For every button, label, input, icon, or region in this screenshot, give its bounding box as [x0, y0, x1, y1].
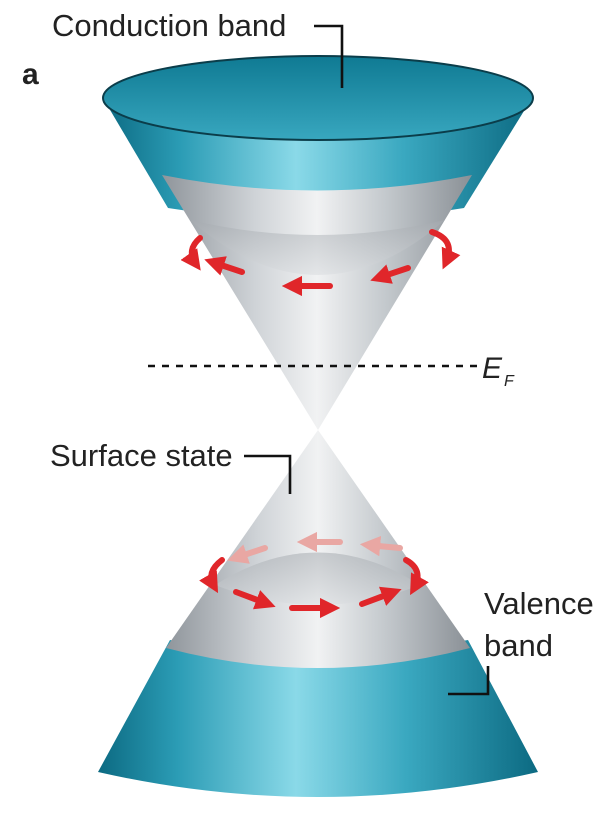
conduction-band-label: Conduction band	[52, 8, 286, 43]
spin-arrow	[233, 589, 276, 610]
surface-state-leader	[244, 454, 292, 494]
valence-band-label-line1: Valence	[484, 586, 594, 621]
upper-spin-arrows	[180, 229, 461, 297]
spin-arrow	[204, 256, 245, 276]
spin-curl-arrow	[199, 557, 225, 594]
faded-spin-arrow	[359, 535, 403, 557]
faded-spin-arrow	[227, 544, 268, 564]
spin-curl-arrow	[429, 229, 461, 270]
spin-arrow	[370, 264, 411, 284]
surface-state-label: Surface state	[50, 438, 233, 473]
fermi-symbol: E	[482, 352, 503, 385]
conduction-band-leader	[314, 24, 344, 88]
valence-band-leader	[448, 666, 490, 696]
spin-curl-arrow	[180, 235, 203, 271]
spin-arrow	[359, 586, 402, 607]
upper-surface-cone	[162, 175, 472, 430]
spin-curl-arrow	[403, 557, 429, 596]
lower-spin-arrows	[199, 531, 429, 619]
valence-band-cone	[98, 640, 538, 797]
fermi-subscript: F	[504, 373, 515, 390]
panel-label: a	[22, 58, 39, 91]
valence-band-label-line2: band	[484, 628, 553, 663]
